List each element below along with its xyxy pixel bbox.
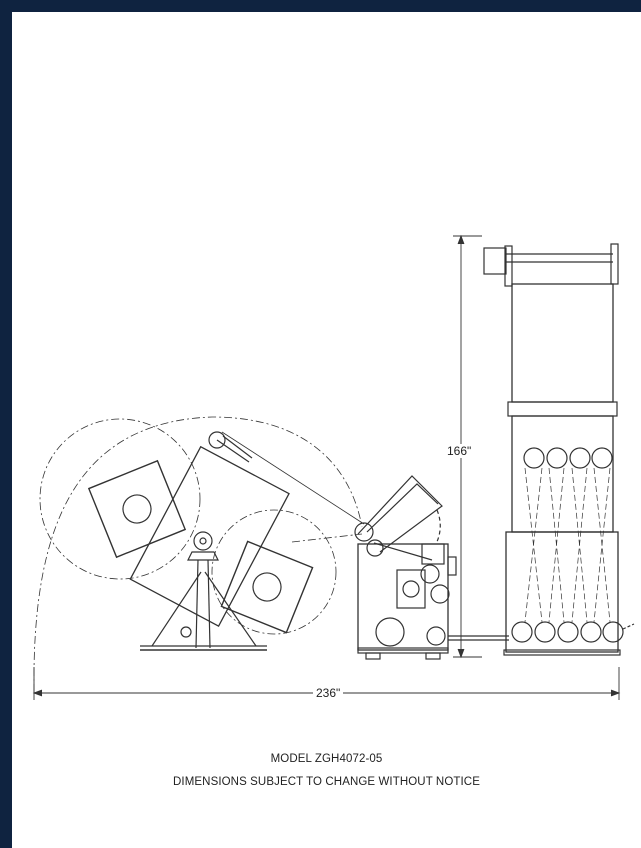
- drum-body: [129, 445, 290, 627]
- tower-column: [511, 283, 614, 403]
- tower-top-motor: [483, 247, 507, 275]
- height-dimension-label: 166": [444, 444, 475, 458]
- tilting-drum-assembly: [33, 416, 365, 693]
- a-frame-stand: [140, 531, 267, 651]
- drum-left: [87, 459, 187, 559]
- tower-base: [505, 531, 619, 653]
- dimensions-notice: DIMENSIONS SUBJECT TO CHANGE WITHOUT NOT…: [173, 776, 480, 788]
- drum-right: [220, 540, 314, 634]
- drawing-sheet: 166" 236" MODEL ZGH4072-05 DIMENSIONS SU…: [12, 12, 641, 848]
- swing-arc-outer: [33, 416, 363, 693]
- feeder-frame: [357, 543, 449, 651]
- width-dimension-label: 236": [313, 686, 344, 700]
- model-caption: MODEL ZGH4072-05: [270, 753, 383, 765]
- swing-arc-small: [211, 509, 337, 635]
- tower-lower: [511, 415, 614, 533]
- swing-arc-large: [39, 418, 201, 580]
- pulley-top: [208, 431, 226, 449]
- feeder-unit: [354, 475, 509, 660]
- tower-unit: [483, 243, 635, 656]
- machine-elevation-drawing: [32, 234, 635, 700]
